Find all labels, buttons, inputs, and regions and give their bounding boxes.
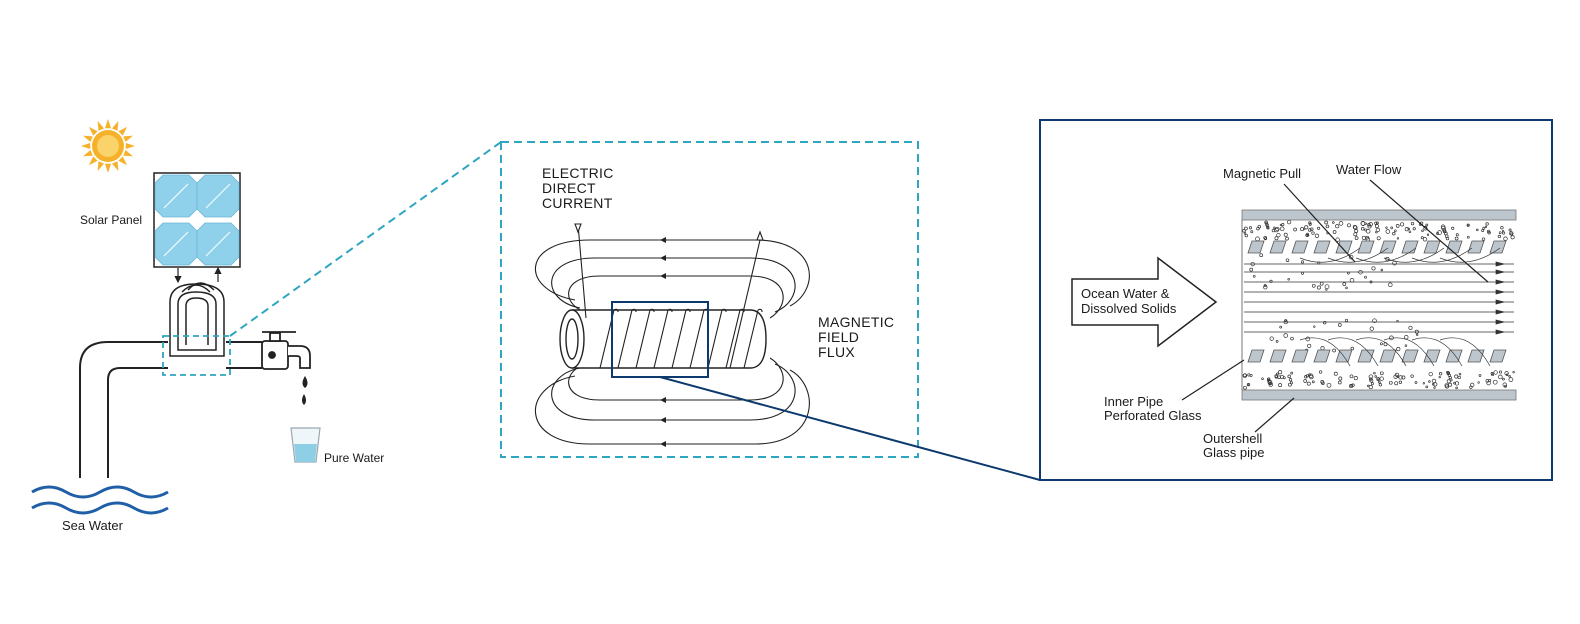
inner-pipe-label: Inner Pipe Perforated Glass — [1104, 394, 1202, 423]
pipe — [79, 341, 262, 478]
right-panel: Ocean Water & Dissolved Solids Magnetic … — [1039, 119, 1553, 481]
current-leads — [574, 223, 764, 369]
current-label: ELECTRIC DIRECT CURRENT — [542, 165, 618, 211]
outershell-label: Outershell Glass pipe — [1203, 431, 1266, 460]
flux-label: MAGNETIC FIELD FLUX — [818, 314, 899, 360]
coil-focus-box — [162, 335, 231, 376]
arrow-icon — [1071, 256, 1218, 348]
pure-water-label: Pure Water — [324, 451, 384, 465]
water-drop-icon — [302, 376, 308, 405]
field-arrows — [660, 237, 666, 447]
outershell-bottom — [1241, 389, 1517, 401]
solenoid-zoom-box — [500, 141, 919, 458]
solenoid-cylinder — [559, 309, 767, 369]
faucet-icon — [261, 331, 311, 370]
glass-icon — [290, 427, 321, 463]
coil-windings — [599, 308, 763, 369]
zoom-connector-1 — [229, 141, 502, 337]
perforated-glass — [1247, 240, 1507, 363]
ocean-water-label: Ocean Water & Dissolved Solids — [1081, 286, 1177, 316]
sea-water-label: Sea Water — [62, 518, 124, 533]
left-panel: Solar Panel — [31, 119, 384, 533]
coil-icon — [169, 282, 225, 357]
field-lines — [535, 239, 810, 445]
outershell-top — [1241, 209, 1517, 221]
middle-panel: ELECTRIC DIRECT CURRENT MAGNETIC FIELD F… — [500, 141, 919, 458]
magnetic-pull-label: Magnetic Pull — [1223, 166, 1301, 181]
sun-icon — [81, 119, 135, 173]
flow-lines — [1244, 247, 1514, 367]
solar-panel-label: Solar Panel — [80, 213, 142, 227]
water-flow-label: Water Flow — [1336, 162, 1402, 177]
solar-panel-icon — [153, 172, 241, 268]
zoom-connector-2 — [659, 376, 1041, 481]
leader-lines — [1181, 179, 1489, 433]
panel-wires — [174, 266, 222, 284]
wave-icon — [31, 485, 169, 515]
